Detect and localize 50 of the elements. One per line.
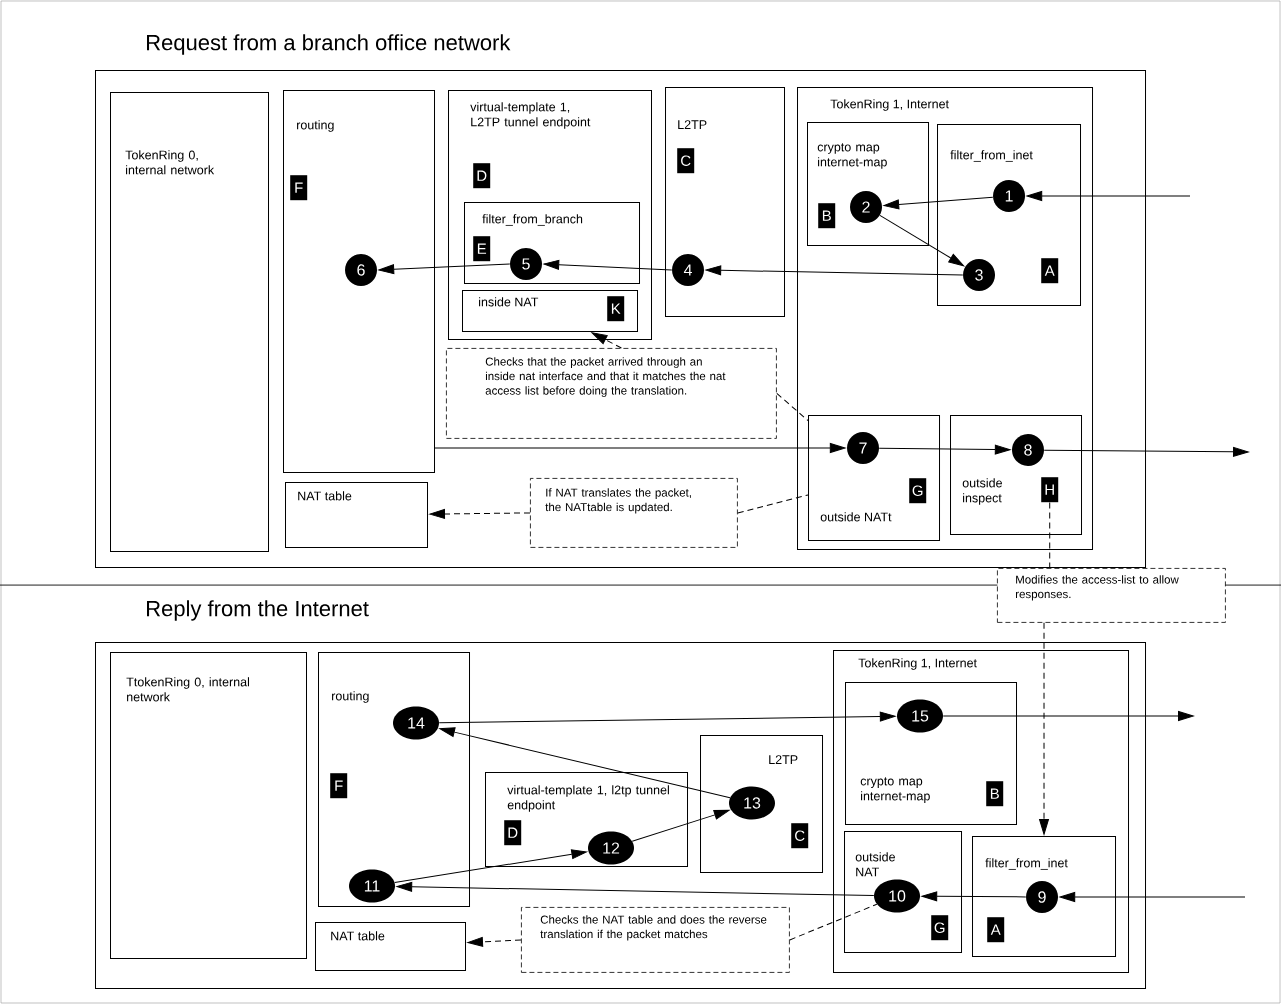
arrow <box>879 214 965 267</box>
dashed-arrow <box>467 936 522 947</box>
component-box: TtokenRing 0, internal network <box>110 652 307 959</box>
letter-badge: E <box>473 236 491 262</box>
component-box: NAT table <box>315 922 466 971</box>
note-box: If NAT translates the packet, the NATtable is updated. <box>530 478 738 548</box>
dashed-arrow <box>1039 622 1049 835</box>
letter-badge: H <box>1041 477 1059 503</box>
arrow <box>1059 892 1246 902</box>
letter-badge: D <box>473 163 491 189</box>
note-box: Checks the NAT table and does the reverse translation if the packet matches <box>521 907 790 973</box>
letter-badge: C <box>677 148 695 174</box>
dashed-line <box>776 392 809 422</box>
arrow <box>396 881 875 897</box>
letter-badge: D <box>504 820 522 846</box>
arrow <box>878 444 1011 455</box>
dashed-arrow <box>591 332 622 349</box>
arrow <box>378 263 511 275</box>
letter-badge: F <box>330 773 348 799</box>
arrow <box>705 265 964 276</box>
letter-badge: C <box>791 823 809 849</box>
arrow <box>1026 191 1191 201</box>
letter-badge: A <box>987 917 1005 943</box>
dashed-line <box>1049 501 1051 569</box>
node-label: Reply from the Internet <box>147 600 369 621</box>
arrow <box>921 891 1027 902</box>
letter-badge: G <box>909 478 927 504</box>
letter-badge: B <box>986 781 1004 807</box>
arrow <box>883 196 994 210</box>
letter-badge: K <box>607 296 625 322</box>
letter-badge: B <box>818 203 836 229</box>
arrow <box>543 259 673 271</box>
dashed-line <box>737 494 809 514</box>
dashed-line <box>789 903 878 941</box>
arrow <box>438 711 896 724</box>
arrow <box>1043 446 1249 457</box>
arrow <box>631 809 730 842</box>
node-label: Request from a branch office network <box>147 34 511 55</box>
arrow <box>434 443 846 453</box>
component-box: TokenRing 0, internal network <box>110 92 269 552</box>
dashed-arrow <box>429 509 531 519</box>
note-box: Checks that the packet arrived through an inside nat interface and that it matches the nat access list before doing the translation. <box>446 348 777 439</box>
letter-badge: G <box>931 915 949 941</box>
component-box: NAT table <box>285 482 428 548</box>
note-box: Modifies the access-list to allow responses. <box>997 568 1226 623</box>
letter-badge: F <box>290 175 308 201</box>
arrow <box>394 849 588 883</box>
arrow <box>942 711 1194 721</box>
letter-badge: A <box>1041 258 1059 284</box>
arrow <box>439 727 731 799</box>
